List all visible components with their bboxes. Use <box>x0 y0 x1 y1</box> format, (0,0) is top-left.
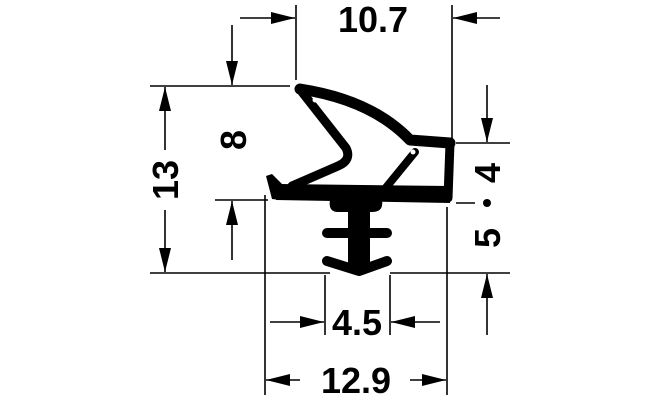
dim-upper-right-height: 4 <box>467 163 508 183</box>
dim-stem-width: 4.5 <box>332 302 382 343</box>
dimension-arrows <box>159 11 500 386</box>
seal-profile <box>266 83 456 276</box>
dim-overall-width: 12.9 <box>321 360 391 400</box>
dim-lip-height: 8 <box>213 130 254 150</box>
extension-lines <box>150 5 510 395</box>
dim-overall-height: 13 <box>145 160 186 200</box>
dim-top-width: 10.7 <box>338 0 408 40</box>
dim-lower-right-height: 5 <box>467 228 508 248</box>
